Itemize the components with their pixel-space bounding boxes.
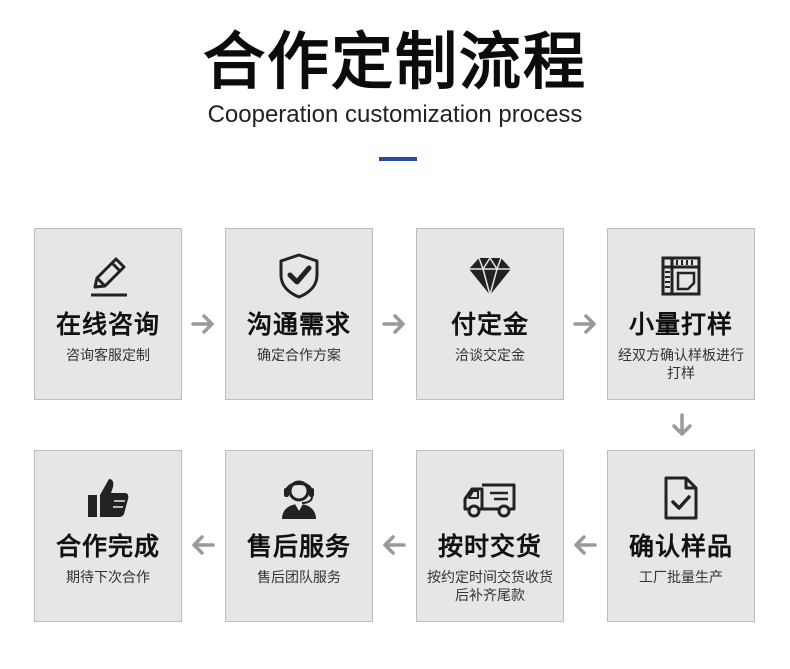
truck-icon (417, 473, 563, 525)
step-card-aftersales: 售后服务 售后团队服务 (225, 450, 373, 622)
arrow-left-icon (381, 532, 407, 558)
page-subtitle: Cooperation customization process (207, 101, 583, 128)
step-card-confirm-sample: 确认样品 工厂批量生产 (607, 450, 755, 622)
arrow-right-icon (190, 311, 216, 337)
step-desc: 洽谈交定金 (455, 348, 525, 364)
step-title: 在线咨询 (55, 310, 160, 339)
step-desc: 工厂批量生产 (639, 570, 723, 586)
step-title: 付定金 (450, 310, 529, 339)
step-title: 合作完成 (55, 532, 160, 561)
step-title: 沟通需求 (246, 310, 351, 339)
arrow-right-icon (572, 311, 598, 337)
arrow-left-icon (572, 532, 598, 558)
step-card-complete: 合作完成 期待下次合作 (34, 450, 182, 622)
step-title: 按时交货 (437, 532, 542, 561)
page-title: 合作定制流程 (202, 25, 587, 98)
diamond-icon (417, 251, 563, 303)
thumbs-up-icon (35, 473, 181, 525)
step-card-deposit: 付定金 洽谈交定金 (416, 228, 564, 400)
step-desc: 期待下次合作 (66, 570, 150, 586)
shield-check-icon (226, 251, 372, 303)
step-desc: 经双方确认样板进行打样 (618, 348, 744, 382)
arrow-down-icon (669, 412, 695, 438)
step-desc: 咨询客服定制 (66, 348, 150, 364)
step-title: 小量打样 (628, 310, 733, 339)
document-check-icon (608, 473, 754, 525)
step-desc: 售后团队服务 (257, 570, 341, 586)
arrow-left-icon (190, 532, 216, 558)
step-card-consult: 在线咨询 咨询客服定制 (34, 228, 182, 400)
step-title: 售后服务 (246, 532, 351, 561)
step-desc: 确定合作方案 (257, 348, 341, 364)
step-card-requirements: 沟通需求 确定合作方案 (225, 228, 373, 400)
headset-agent-icon (226, 473, 372, 525)
blueprint-icon (608, 251, 754, 303)
step-title: 确认样品 (628, 532, 733, 561)
step-card-delivery: 按时交货 按约定时间交货收货后补齐尾款 (416, 450, 564, 622)
title-underline (379, 157, 417, 161)
step-card-sampling: 小量打样 经双方确认样板进行打样 (607, 228, 755, 400)
pencil-icon (35, 251, 181, 303)
arrow-right-icon (381, 311, 407, 337)
step-desc: 按约定时间交货收货后补齐尾款 (427, 570, 553, 604)
